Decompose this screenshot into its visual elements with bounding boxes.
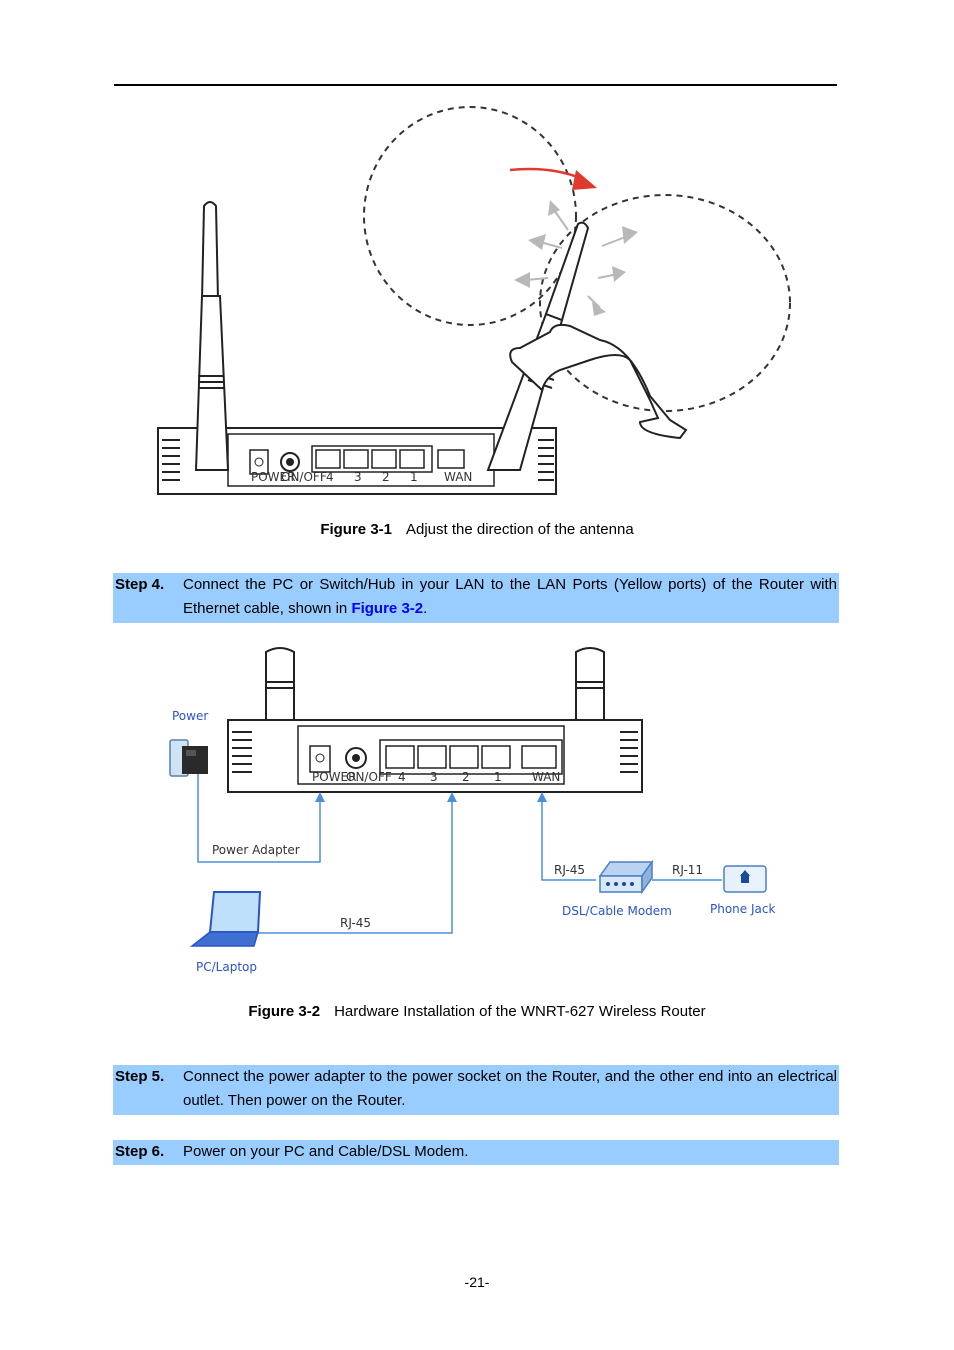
port-label-power: POWER <box>312 770 356 784</box>
figure-3-1-text: Adjust the direction of the antenna <box>406 521 634 538</box>
lan-port-4 <box>315 449 341 469</box>
figure-3-2-link[interactable]: Figure 3-2 <box>351 600 424 617</box>
lan-port-2 <box>371 449 397 469</box>
power-socket <box>249 449 269 475</box>
step-4-text-after: . <box>423 600 428 617</box>
rj45-pc-label: RJ-45 <box>340 916 371 930</box>
header-rule <box>114 84 837 86</box>
modem-icon <box>598 859 654 895</box>
wan-port <box>521 745 557 769</box>
port-label-power: POWER <box>251 470 295 484</box>
hand <box>509 323 688 440</box>
port-label-1: 1 <box>410 470 418 484</box>
lan-port-1 <box>399 449 425 469</box>
rj45-modem-label: RJ-45 <box>554 863 585 877</box>
step-4-label: Step 4. <box>115 576 165 593</box>
step-5-label: Step 5. <box>115 1068 165 1085</box>
step-4-text-before: Connect the PC or Switch/Hub in your LAN… <box>183 576 837 617</box>
port-label-3: 3 <box>354 470 362 484</box>
port-label-3: 3 <box>430 770 438 784</box>
phone-jack-label: Phone Jack <box>710 902 775 916</box>
step-5-text: Connect the power adapter to the power s… <box>183 1068 837 1109</box>
rotation-arrow <box>509 167 581 180</box>
power-label: Power <box>172 709 208 723</box>
laptop-icon <box>189 891 262 947</box>
figure-3-2-caption: Figure 3-2 Hardware Installation of the W… <box>0 1003 954 1020</box>
power-adapter-label: Power Adapter <box>212 843 300 857</box>
pc-laptop-label: PC/Laptop <box>196 960 257 974</box>
port-label-2: 2 <box>462 770 470 784</box>
figure-3-1-label: Figure 3-1 <box>320 521 392 538</box>
antenna-left <box>194 201 230 471</box>
lan-port-2 <box>449 745 479 769</box>
lan-cable <box>258 800 453 934</box>
step-5: Step 5. Connect the power adapter to the… <box>113 1065 839 1115</box>
step-4: Step 4. Connect the PC or Switch/Hub in … <box>113 573 839 623</box>
power-plug-icon <box>169 739 208 777</box>
step-4-text: Connect the PC or Switch/Hub in your LAN… <box>183 573 839 621</box>
rotation-circle-lower <box>539 194 791 412</box>
step-6-text: Power on your PC and Cable/DSL Modem. <box>183 1143 469 1160</box>
figure-3-1-caption: Figure 3-1 Adjust the direction of the an… <box>0 521 954 538</box>
lan-port-3 <box>417 745 447 769</box>
figure-3-2-label: Figure 3-2 <box>248 1003 321 1020</box>
port-label-wan: WAN <box>532 770 560 784</box>
rj11-label: RJ-11 <box>672 863 703 877</box>
modem-label: DSL/Cable Modem <box>562 904 672 918</box>
wan-port <box>437 449 465 469</box>
figure-3-2-text: Hardware Installation of the WNRT-627 Wi… <box>334 1003 706 1020</box>
antenna-adjust-illustration: POWER ON/OFF 4 3 2 1 WAN <box>157 106 791 495</box>
port-label-2: 2 <box>382 470 390 484</box>
port-label-4: 4 <box>326 470 334 484</box>
port-label-onoff: ON/OFF <box>281 470 327 484</box>
power-socket <box>309 745 331 773</box>
power-cable <box>197 772 321 863</box>
lan-port-4 <box>385 745 415 769</box>
rotation-circle-upper <box>363 106 577 326</box>
antenna-left <box>265 647 295 721</box>
lan-port-3 <box>343 449 369 469</box>
hardware-installation-diagram: POWER ON/OFF 4 3 2 1 WAN <box>169 647 775 974</box>
port-label-4: 4 <box>398 770 406 784</box>
port-label-onoff: ON/OFF <box>346 770 392 784</box>
step-6-label: Step 6. <box>115 1143 165 1160</box>
phone-jack-icon <box>723 865 767 893</box>
step-6: Step 6. Power on your PC and Cable/DSL M… <box>113 1140 839 1165</box>
antenna-right <box>575 647 605 721</box>
page-number: -21- <box>464 1274 490 1290</box>
lan-port-1 <box>481 745 511 769</box>
port-label-wan: WAN <box>444 470 472 484</box>
wan-cable <box>541 800 596 881</box>
port-label-1: 1 <box>494 770 502 784</box>
